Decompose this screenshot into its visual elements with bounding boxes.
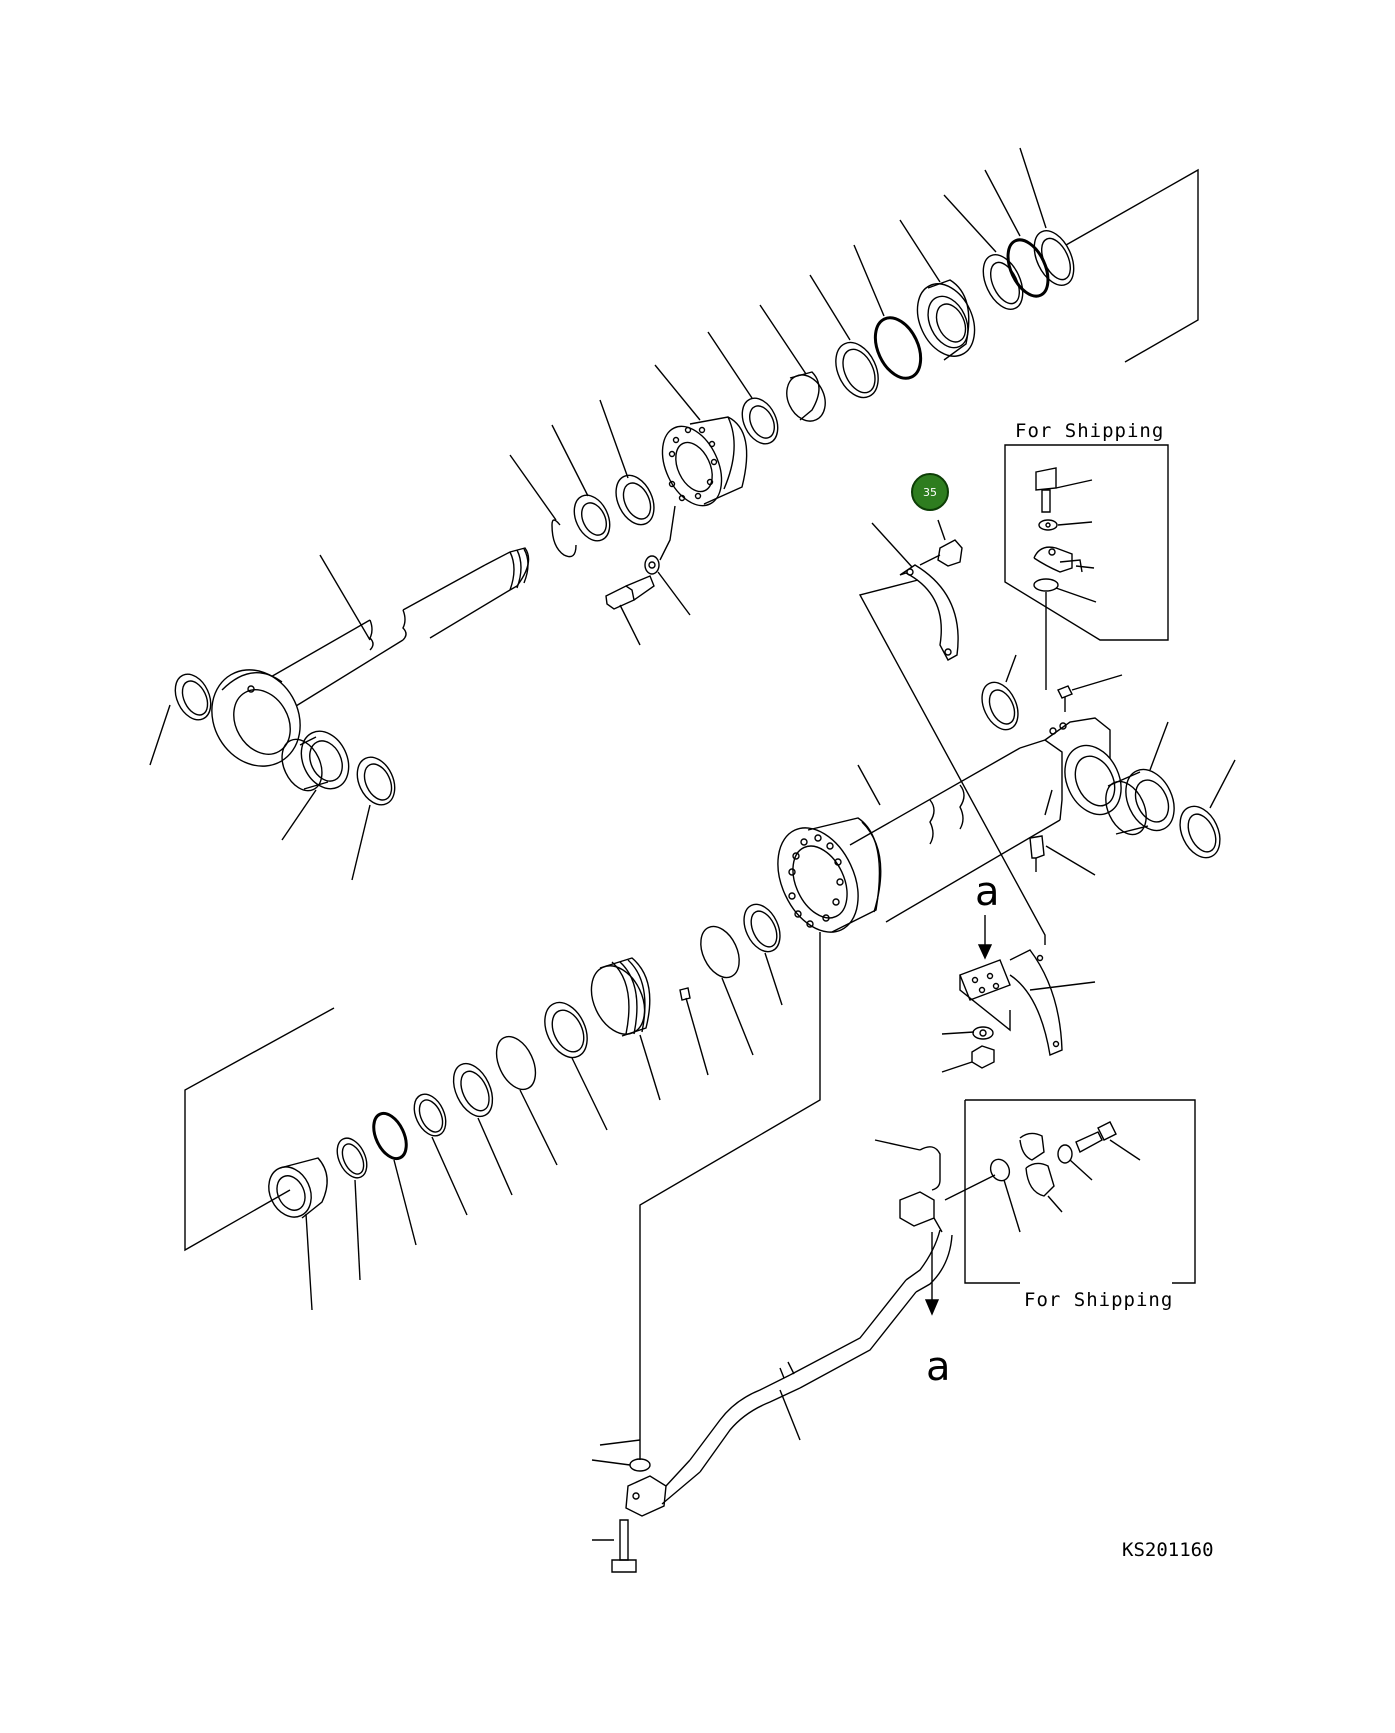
shipping-kit-bottom: For Shipping <box>964 1099 1196 1311</box>
for-shipping-top-label: For Shipping <box>1015 420 1164 442</box>
part-35-callout[interactable]: 35 <box>911 473 949 511</box>
callout-badge[interactable] <box>911 473 949 511</box>
for-shipping-bottom-label: For Shipping <box>1024 1289 1173 1311</box>
cylinder-tube-assembly <box>184 654 1236 1311</box>
clamp-assembly <box>858 519 1096 1073</box>
view-a-top-label: a <box>975 869 1000 915</box>
drawing-code: KS201160 <box>1122 1539 1214 1561</box>
view-a-bottom-label: a <box>926 1344 951 1390</box>
shipping-kit-top: For Shipping <box>1004 420 1169 690</box>
callout-number: 35 <box>923 486 937 499</box>
hose-assembly <box>591 932 996 1573</box>
piston-rod-assembly <box>149 147 1199 881</box>
